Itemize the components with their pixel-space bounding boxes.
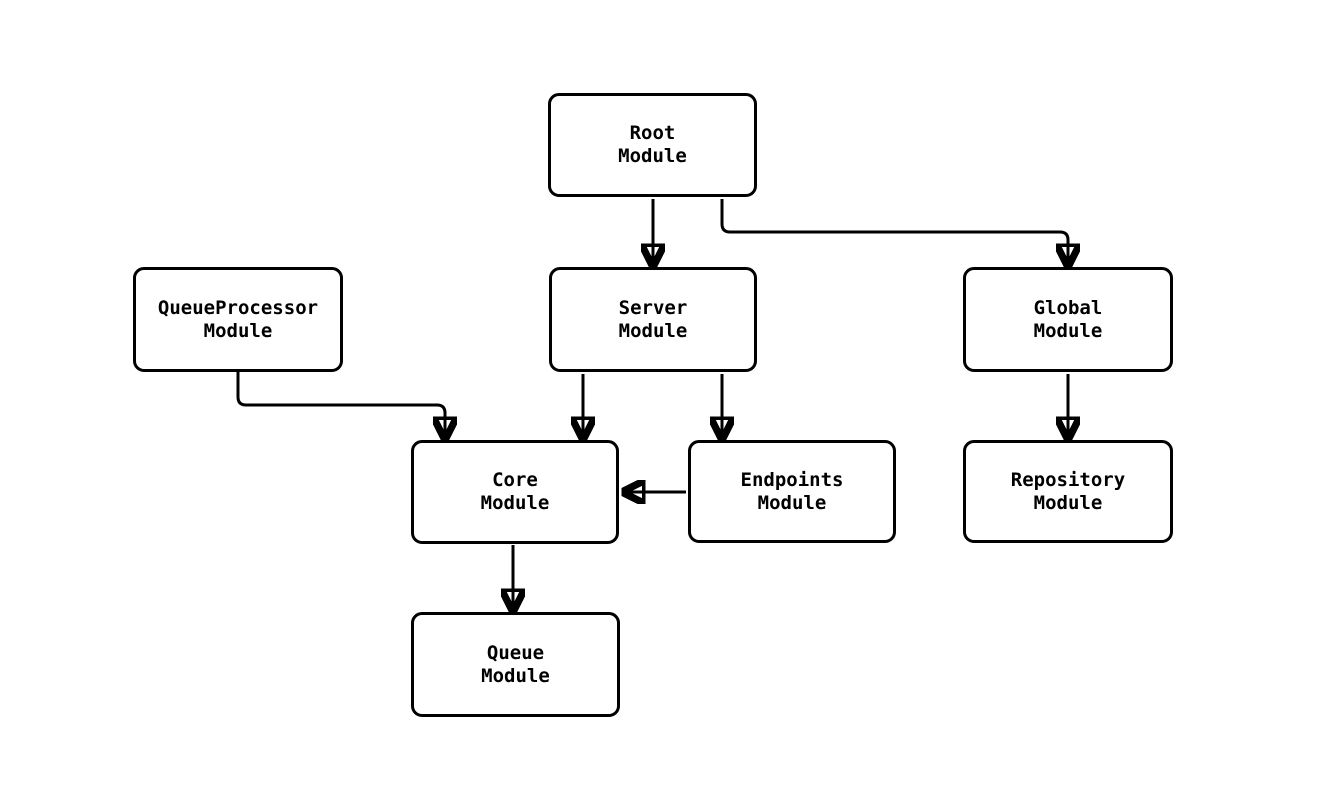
node-queueprocessor-module: QueueProcessor Module (133, 267, 343, 372)
node-core-module: Core Module (411, 440, 619, 544)
node-endpoints-module: Endpoints Module (688, 440, 896, 543)
node-server-module: Server Module (549, 267, 757, 372)
edge-root-to-global (720, 199, 1068, 265)
node-global-module: Global Module (963, 267, 1173, 372)
edge-queueprocessor-to-core (236, 372, 445, 438)
node-repository-module: Repository Module (963, 440, 1173, 543)
node-root-module: Root Module (548, 93, 757, 197)
node-queue-module: Queue Module (411, 612, 620, 717)
